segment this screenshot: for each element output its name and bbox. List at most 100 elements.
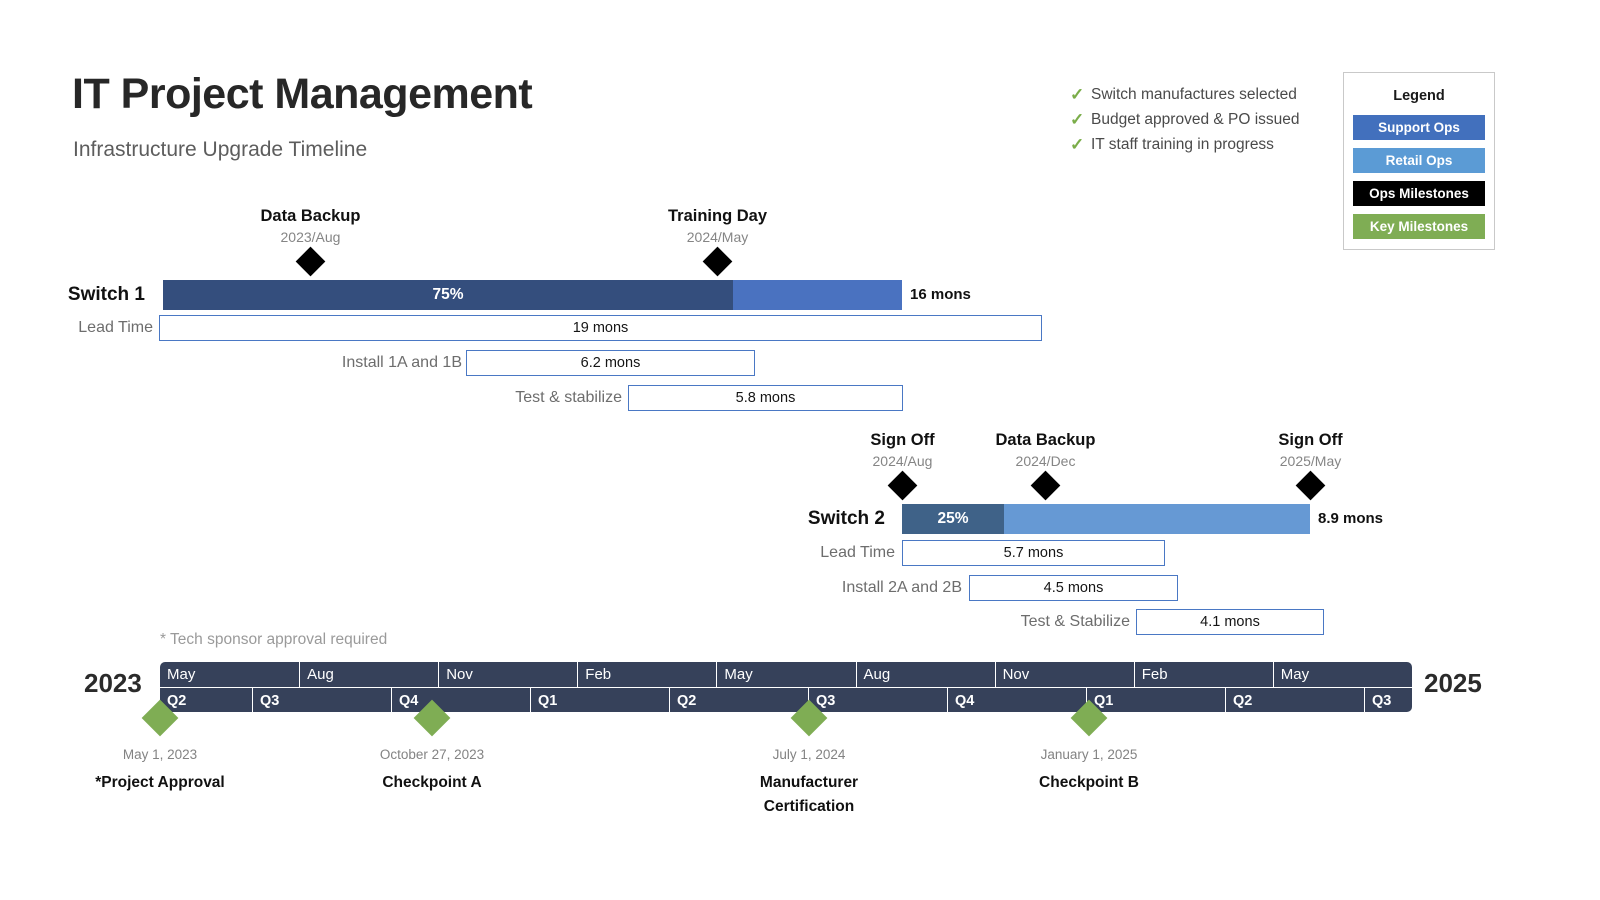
gantt-subbar-test-1[interactable]: 5.8 mons (628, 385, 903, 411)
axis-month-cell: Nov (994, 662, 1134, 687)
diamond-icon (141, 699, 179, 737)
subtask-label-test-2: Test & Stabilize (1020, 613, 1130, 630)
gantt-bar-remainder (733, 280, 902, 310)
diamond-icon (1295, 470, 1326, 501)
bar-milestone-sign-off-1: Sign Off 2024/Aug (825, 431, 980, 501)
milestone-date: 2024/May (686, 229, 749, 245)
gantt-duration-switch-2: 8.9 mons (1318, 510, 1384, 527)
legend-item-label: Key Milestones (1369, 219, 1469, 234)
diamond-icon (1070, 699, 1108, 737)
page-title: IT Project Management (72, 70, 533, 118)
gantt-duration-switch-1: 16 mons (910, 286, 971, 303)
axis-month-cell: May (1272, 662, 1412, 687)
axis-quarter-cell: Q2 (167, 692, 187, 709)
axis-quarter-cell: Q2 (669, 688, 808, 712)
check-icon: ✓ (1070, 85, 1085, 104)
milestone-date: 2025/May (1279, 453, 1342, 469)
axis-quarter-cell: Q1 (1086, 688, 1225, 712)
page-subtitle: Infrastructure Upgrade Timeline (73, 138, 368, 161)
subtask-label-lead-time-1: Lead Time (78, 319, 153, 336)
legend-item-key-milestones: Key Milestones (1353, 214, 1485, 239)
axis-year-start: 2023 (84, 668, 142, 698)
milestone-name: Data Backup (995, 431, 1096, 449)
timeline-axis[interactable]: May Aug Nov Feb May Aug Nov Feb May Q2 Q… (160, 662, 1412, 712)
gantt-bar-switch-1[interactable]: 75% (163, 280, 902, 310)
axis-month-cell: May (716, 662, 855, 687)
axis-year-end: 2025 (1424, 668, 1482, 698)
key-milestone-project-approval[interactable]: May 1, 2023 *Project Approval (60, 699, 260, 795)
subtask-label-lead-time-2: Lead Time (820, 544, 895, 561)
axis-quarters-row: Q2 Q3 Q4 Q1 Q2 Q3 Q4 Q1 Q2 Q3 (160, 687, 1412, 712)
key-milestone-date: October 27, 2023 (379, 747, 485, 762)
list-item: ✓ IT staff training in progress (1070, 135, 1340, 158)
bar-milestone-data-backup-1: Data Backup 2023/Aug (233, 207, 388, 277)
legend-item-label: Retail Ops (1385, 153, 1453, 168)
list-item: ✓ Budget approved & PO issued (1070, 110, 1340, 133)
axis-month-cell: Nov (438, 662, 577, 687)
axis-quarter-cell: Q2 (1225, 688, 1364, 712)
subtask-label-install-2: Install 2A and 2B (841, 579, 962, 596)
list-item: ✓ Switch manufactures selected (1070, 85, 1340, 108)
axis-month-cell: Aug (855, 662, 995, 687)
legend-title: Legend (1393, 88, 1445, 104)
legend-item-support-ops: Support Ops (1353, 115, 1485, 140)
diamond-icon (702, 246, 733, 277)
checklist-label: Switch manufactures selected (1091, 86, 1297, 103)
legend-item-retail-ops: Retail Ops (1353, 148, 1485, 173)
axis-quarter-cell: Q3 (252, 688, 391, 712)
axis-quarter-cell: Q4 (947, 688, 1086, 712)
axis-quarter-cell: Q4 (391, 688, 530, 712)
milestone-name: Training Day (667, 207, 768, 225)
milestone-date: 2024/Dec (1015, 453, 1076, 469)
legend-item-label: Ops Milestones (1369, 186, 1469, 201)
diamond-icon (887, 470, 918, 501)
diamond-icon (413, 699, 451, 737)
footnote: * Tech sponsor approval required (160, 631, 388, 648)
key-milestone-name: Checkpoint A (382, 774, 482, 791)
axis-month-cell: Aug (299, 662, 438, 687)
legend-item-ops-milestones: Ops Milestones (1353, 181, 1485, 206)
diamond-icon (790, 699, 828, 737)
milestone-date: 2023/Aug (280, 229, 341, 245)
bar-milestone-training-day: Training Day 2024/May (640, 207, 795, 277)
gantt-subbar-lead-time-1[interactable]: 19 mons (159, 315, 1042, 341)
axis-quarter-cell: Q1 (530, 688, 669, 712)
key-milestone-date: July 1, 2024 (772, 747, 846, 762)
subtask-label-install-1: Install 1A and 1B (341, 354, 462, 371)
key-milestone-name: *Project Approval (95, 774, 225, 791)
milestone-name: Sign Off (1278, 431, 1343, 449)
gantt-bar-remainder (1004, 504, 1310, 534)
track-label-switch-2: Switch 2 (807, 508, 885, 529)
subtask-label-test-1: Test & stabilize (515, 389, 622, 406)
gantt-bar-progress: 75% (163, 280, 733, 310)
axis-quarter-cell: Q3 (1364, 688, 1412, 712)
key-milestone-date: January 1, 2025 (1040, 747, 1138, 762)
checklist-label: IT staff training in progress (1091, 136, 1274, 153)
gantt-subbar-install-2[interactable]: 4.5 mons (969, 575, 1178, 601)
checklist-label: Budget approved & PO issued (1091, 111, 1300, 128)
diamond-icon (1030, 470, 1061, 501)
axis-month-cell: May (167, 666, 196, 683)
key-milestone-name: Manufacturer Certification (759, 774, 859, 816)
gantt-subbar-lead-time-2[interactable]: 5.7 mons (902, 540, 1165, 566)
axis-month-cell: Feb (577, 662, 716, 687)
gantt-bar-progress: 25% (902, 504, 1004, 534)
key-milestone-checkpoint-a[interactable]: October 27, 2023 Checkpoint A (332, 699, 532, 795)
track-label-switch-1: Switch 1 (67, 284, 145, 305)
axis-month-cell: Feb (1133, 662, 1273, 687)
milestone-date: 2024/Aug (872, 453, 933, 469)
key-milestone-manufacturer-certification[interactable]: July 1, 2024 Manufacturer Certification (709, 699, 909, 819)
gantt-subbar-test-2[interactable]: 4.1 mons (1136, 609, 1324, 635)
key-milestone-date: May 1, 2023 (122, 747, 198, 762)
legend-item-label: Support Ops (1378, 120, 1460, 135)
axis-months-row: May Aug Nov Feb May Aug Nov Feb May (160, 662, 1412, 687)
gantt-bar-switch-2[interactable]: 25% (902, 504, 1310, 534)
bar-milestone-sign-off-2: Sign Off 2025/May (1233, 431, 1388, 501)
milestone-name: Data Backup (260, 207, 361, 225)
bar-milestone-data-backup-2: Data Backup 2024/Dec (968, 431, 1123, 501)
key-milestone-name: Checkpoint B (1039, 774, 1139, 791)
legend-box: Legend Support Ops Retail Ops Ops Milest… (1343, 72, 1495, 250)
key-milestone-checkpoint-b[interactable]: January 1, 2025 Checkpoint B (989, 699, 1189, 795)
gantt-subbar-install-1[interactable]: 6.2 mons (466, 350, 755, 376)
